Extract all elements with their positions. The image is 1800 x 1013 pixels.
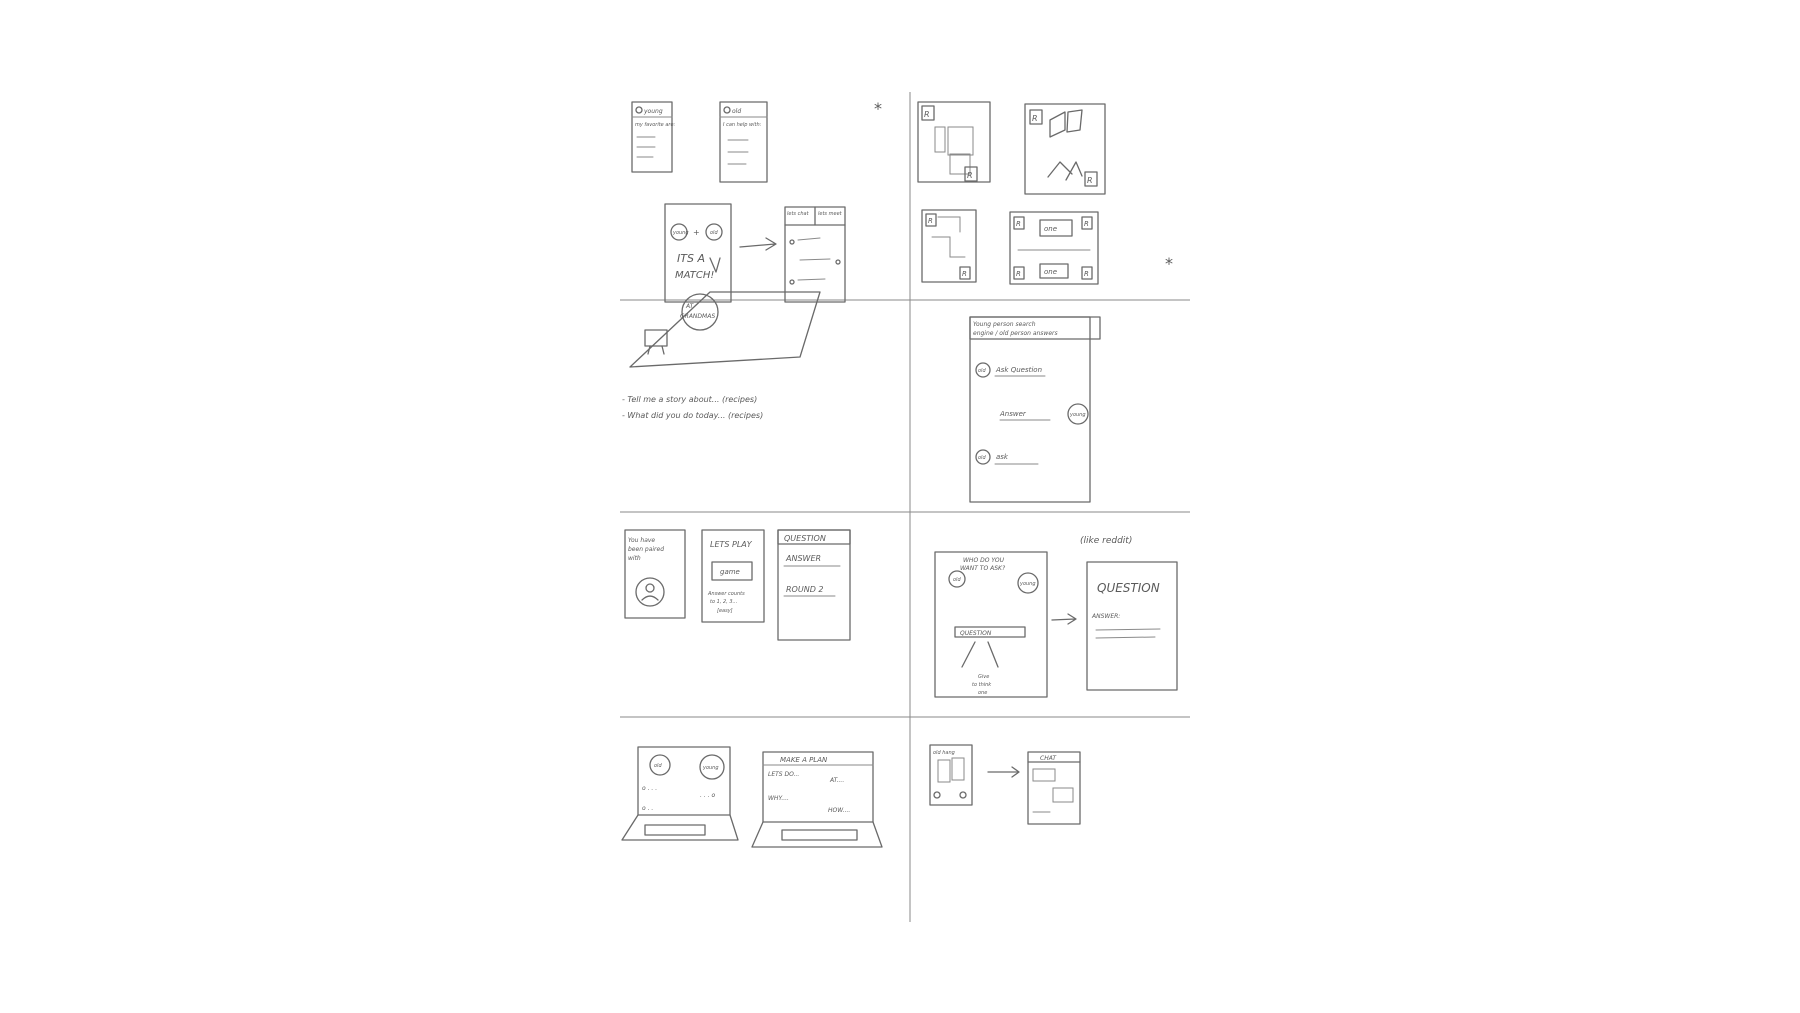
lets-play: LETS PLAY [710,540,753,549]
svg-text:one: one [1044,225,1057,233]
prompt-2: - What did you do today... (recipes) [622,411,763,420]
arrow-icon-2 [1051,613,1077,625]
svg-text:old: old [978,455,986,461]
note-line1: Give [978,674,989,680]
answer-label: Answer [999,410,1027,418]
asterisk-mark: * [874,99,882,118]
young-circle-label: young [1019,581,1036,587]
match-line1: ITS A [677,252,705,265]
sketch-drawing: young my favorite are: old I can help wi… [619,91,1191,923]
svg-text:R: R [1016,220,1021,228]
panel-search-engine: Young person search engine / old person … [969,316,1101,503]
title-line2: WANT TO ASK? [960,565,1006,572]
title-line1: WHO DO YOU [963,557,1005,564]
old-hang-label: old hang [933,750,955,756]
bubble-line1: AT [685,303,695,310]
match-line2: MATCH! [675,270,714,281]
note-line2: to think [972,682,992,688]
laptop-young-label: young [702,765,719,771]
answer-prompt: ANSWER: [1091,613,1120,620]
at-label: AT.... [829,777,844,784]
question-box: QUESTION [960,630,992,637]
svg-text:R: R [1087,176,1093,185]
phone-a-title: young [643,108,663,115]
round-label: ROUND 2 [786,585,824,594]
svg-text:. . . o: . . . o [700,792,715,799]
panel-game: You have been paired with LETS PLAY game… [624,529,851,641]
chat-tab-left: lets chat [787,211,810,217]
paired-line3: with [628,555,641,562]
header-line2: engine / old person answers [973,330,1058,337]
arrow-icon [739,237,777,251]
paired-line1: You have [628,537,655,544]
ask-2: ask [996,453,1009,461]
game-label: game [720,568,740,576]
avatar [635,577,665,607]
svg-text:R: R [1084,270,1089,278]
header-line1: Young person search [973,321,1036,328]
panel-matching: young my favorite are: old I can help wi… [631,99,882,303]
phone-b-text: I can help with: [723,122,762,128]
reddit-note: (like reddit) [1080,536,1132,546]
how-label: HOW.... [828,807,850,814]
young-avatar-label: young [1069,412,1086,418]
why-label: WHY.... [768,795,789,802]
bubble-line2: GRANDMAS [680,313,715,320]
match-bubble-old: old [710,230,718,236]
svg-text:o . .: o . . [642,805,653,812]
panel-grandmas: AT GRANDMAS - Tell me a story about... (… [622,291,821,420]
make-plan: MAKE A PLAN [780,756,828,764]
ask-question: Ask Question [995,366,1042,374]
timer-line2: to 1, 2, 3... [710,599,737,605]
prompt-1: - Tell me a story about... (recipes) [622,395,757,404]
sketch-sheet: young my favorite are: old I can help wi… [619,91,1191,923]
phone-a-text: my favorite are: [635,122,676,128]
lets-do: LETS DO... [768,771,799,778]
big-question: QUESTION [1097,581,1160,595]
phone-b-title: old [732,108,741,115]
svg-text:R: R [924,110,930,119]
panel-cards: R R R R R R R R one R one R * [917,101,1173,285]
svg-text:one: one [1044,268,1057,276]
question-label: QUESTION [784,534,826,543]
svg-text:R: R [1032,114,1038,123]
panel-who-to-ask: WHO DO YOU WANT TO ASK? old young QUESTI… [934,536,1178,698]
old-avatar-label: old [978,368,986,374]
panel-make-plan: old young o . . . . . . o o . . MAKE A P… [621,746,883,848]
svg-text:o . . .: o . . . [642,785,657,792]
timer-line3: [easy] [717,608,733,614]
paired-line2: been paired [628,546,664,553]
svg-text:R: R [962,270,967,278]
asterisk-mark-2: * [1165,254,1173,273]
note-line3: one [978,690,987,696]
match-bubble-young: young [672,230,689,236]
svg-text:R: R [967,171,973,180]
arrow-icon-3 [987,766,1020,778]
laptop-old-label: old [654,763,662,769]
svg-text:R: R [928,217,933,225]
svg-text:R: R [1016,270,1021,278]
chat-title: CHAT [1040,755,1057,762]
timer-line1: Answer counts [707,591,745,597]
panel-dividers [619,91,1191,923]
chat-tab-right: lets meet [818,211,843,217]
panel-hang-chat: old hang CHAT [929,744,1081,825]
old-circle-label: old [953,577,961,583]
svg-text:+: + [693,228,700,237]
answer-label-game: ANSWER [785,554,821,563]
svg-text:R: R [1084,220,1089,228]
